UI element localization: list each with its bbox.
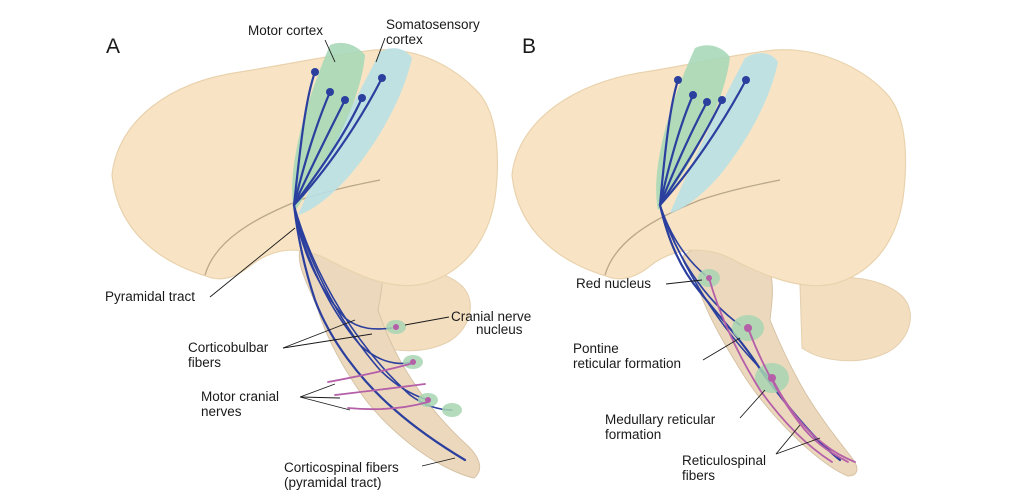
label-red-nucleus: Red nucleus: [576, 276, 651, 291]
cortical-neurons-a: [311, 68, 386, 104]
reticulospinal-fibers-b: [708, 277, 856, 463]
label-somatosensory-line2: cortex: [386, 32, 423, 47]
label-motor-cortex: Motor cortex: [248, 23, 323, 38]
label-corticospinal-line1: Corticospinal fibers: [284, 460, 399, 475]
panel-a: A Motor cortex Somatosensory cortex Pyra…: [105, 17, 531, 490]
panel-letter-a: A: [106, 35, 120, 58]
label-cranial-nerve-line1: Cranial nerve: [451, 309, 531, 324]
pyramidal-tract-fibers-a: [292, 70, 467, 462]
somatosensory-cortex-a: [298, 48, 412, 216]
panel-b: B Red nucleus Pontine reticular formatio…: [511, 35, 911, 483]
cortical-neurons-b: [674, 76, 750, 106]
label-corticobulbar-line2: fibers: [188, 355, 221, 370]
label-motor-cranial-line1: Motor cranial: [201, 389, 279, 404]
label-corticobulbar-line1: Corticobulbar: [188, 340, 269, 355]
label-pontine-line1: Pontine: [573, 341, 619, 356]
label-reticulospinal-line2: fibers: [682, 468, 715, 483]
label-medullary-line2: formation: [605, 427, 661, 442]
lateral-sulcus-b: [604, 179, 781, 276]
motor-cranial-nerves-a: [327, 363, 429, 410]
label-pontine-line2: reticular formation: [573, 356, 681, 371]
label-medullary-line1: Medullary reticular: [605, 412, 716, 427]
cerebellum-b: [799, 277, 911, 362]
label-cranial-nerve-line2: nucleus: [476, 322, 523, 337]
label-reticulospinal-line1: Reticulospinal: [682, 453, 766, 468]
label-somatosensory-line1: Somatosensory: [386, 17, 480, 32]
somatosensory-cortex-b: [670, 53, 778, 213]
label-motor-cranial-line2: nerves: [201, 404, 242, 419]
label-corticospinal-line2: (pyramidal tract): [284, 475, 382, 490]
panel-letter-b: B: [522, 35, 536, 58]
label-pyramidal-tract: Pyramidal tract: [105, 289, 195, 304]
cranial-nerve-nuclei-a: [386, 320, 462, 417]
brainstem-b: [682, 242, 858, 477]
